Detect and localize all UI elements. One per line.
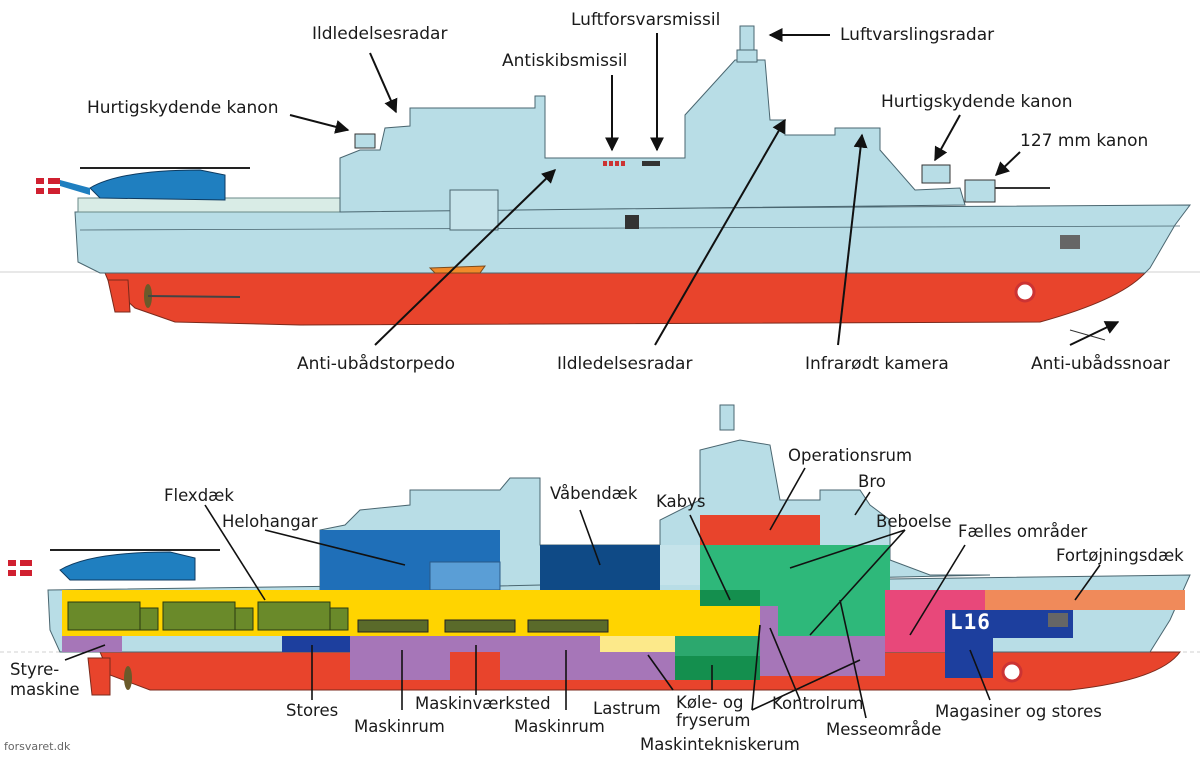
label-fortoejningsdaek: Fortøjningsdæk bbox=[1056, 546, 1184, 565]
label-kabys: Kabys bbox=[656, 492, 706, 511]
lifebuoy-icon bbox=[1014, 281, 1036, 303]
rib-boat bbox=[428, 265, 486, 274]
vent bbox=[625, 215, 639, 229]
cargo-hold-area bbox=[600, 636, 675, 652]
missile-launchers bbox=[603, 161, 660, 166]
rudder-bottom bbox=[87, 657, 111, 696]
label-stores: Stores bbox=[286, 701, 339, 720]
magazine-area bbox=[945, 610, 993, 678]
cold-storage-area bbox=[675, 656, 760, 680]
label-anti-ubaadssnoar: Anti-ubådssnoar bbox=[1031, 354, 1170, 374]
hangar-door-bottom bbox=[429, 561, 501, 591]
top-ship bbox=[0, 25, 1200, 341]
label-messeomraade: Messeområde bbox=[826, 720, 942, 739]
label-styremaskine: Styre- maskine bbox=[10, 660, 80, 699]
propeller-icon bbox=[124, 666, 132, 690]
label-ildledelsesradar-bottom: Ildledelsesradar bbox=[557, 354, 693, 374]
label-beboelse: Beboelse bbox=[876, 512, 952, 531]
label-ildledelsesradar-top: Ildledelsesradar bbox=[312, 24, 448, 44]
ciws-left bbox=[354, 133, 376, 149]
label-koele-og-fryserum: Køle- og fryserum bbox=[676, 693, 751, 730]
air-search-radar bbox=[739, 25, 755, 51]
label-lastrum: Lastrum bbox=[593, 699, 661, 718]
bottom-ship bbox=[0, 404, 1200, 696]
label-infraroedt-kamera: Infrarødt kamera bbox=[805, 354, 949, 374]
label-vaabendaek: Våbendæk bbox=[550, 484, 638, 503]
mooring-deck-area bbox=[985, 590, 1185, 610]
label-hurtigskydende-kanon-right: Hurtigskydende kanon bbox=[881, 92, 1073, 112]
tank-icon bbox=[357, 619, 609, 633]
label-operationsrum: Operationsrum bbox=[788, 446, 913, 465]
lifebuoy-icon bbox=[1001, 661, 1023, 683]
label-luftforsvarsmissil: Luftforsvarsmissil bbox=[571, 10, 721, 30]
label-bro: Bro bbox=[858, 472, 886, 491]
danish-flag-icon bbox=[8, 560, 32, 576]
label-antiskibsmissil: Antiskibsmissil bbox=[502, 51, 628, 71]
label-luftvarslingsradar: Luftvarslingsradar bbox=[840, 25, 995, 45]
common-areas bbox=[885, 590, 990, 613]
truck-icon bbox=[67, 601, 349, 631]
label-faelles-omraader: Fælles områder bbox=[958, 522, 1088, 541]
hull-number: L16 bbox=[950, 610, 991, 634]
bottom-leader-lines bbox=[64, 467, 1101, 719]
underwater-hull bbox=[104, 272, 1147, 326]
label-maskinvaerksted: Maskinværksted bbox=[415, 694, 551, 713]
label-magasiner-og-stores: Magasiner og stores bbox=[935, 702, 1102, 721]
label-maskintekniskerum: Maskintekniskerum bbox=[640, 735, 800, 754]
main-gun bbox=[964, 179, 996, 203]
hangar-door bbox=[449, 189, 499, 231]
anchor bbox=[1060, 235, 1080, 249]
credit: forsvaret.dk bbox=[4, 740, 71, 753]
helicopter-icon bbox=[50, 549, 220, 581]
weapon-deck-area bbox=[540, 545, 660, 590]
ciws-right bbox=[921, 164, 951, 184]
hull-upper bbox=[74, 204, 1192, 274]
label-flexdaek: Flexdæk bbox=[164, 486, 234, 505]
helicopter-icon bbox=[60, 167, 250, 201]
living-area-upper bbox=[700, 545, 890, 590]
label-kontrolrum: Kontrolrum bbox=[772, 694, 864, 713]
label-127mm-kanon: 127 mm kanon bbox=[1020, 131, 1149, 151]
operations-room-area bbox=[700, 515, 820, 545]
label-anti-ubaadstorpedo: Anti-ubådstorpedo bbox=[297, 354, 456, 374]
top-leader-lines bbox=[289, 28, 1120, 346]
propeller-icon bbox=[144, 284, 241, 308]
label-hurtigskydende-kanon-left: Hurtigskydende kanon bbox=[87, 98, 279, 118]
label-maskinrum-left: Maskinrum bbox=[354, 717, 445, 736]
danish-flag-icon bbox=[36, 178, 60, 194]
superstructure bbox=[339, 59, 966, 213]
label-maskinrum-right: Maskinrum bbox=[514, 717, 605, 736]
rudder bbox=[107, 279, 131, 313]
label-helohangar: Helohangar bbox=[222, 512, 318, 531]
